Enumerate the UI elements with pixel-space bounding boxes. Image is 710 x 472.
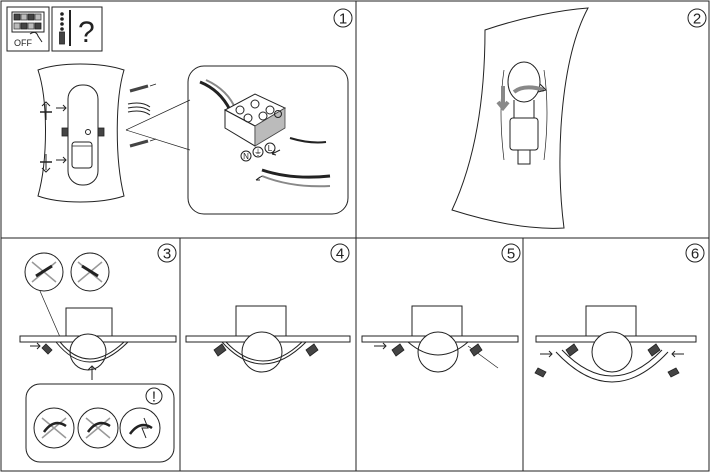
glass-shade xyxy=(55,341,129,363)
power-off-label: OFF xyxy=(14,38,32,48)
rotate-arrow-icon xyxy=(512,85,545,94)
step-2-panel: 2 xyxy=(451,7,707,229)
step-2-number: 2 xyxy=(693,11,701,28)
arrow-right-icon xyxy=(56,156,67,164)
step-5-number: 5 xyxy=(507,246,515,263)
callout-leader xyxy=(125,99,191,151)
fixing-screws-left xyxy=(40,101,67,173)
fixture-side-view-6 xyxy=(534,305,697,383)
step-5-badge xyxy=(501,243,521,263)
step-3-panel: 3 xyxy=(19,243,177,463)
fixing-clip-left xyxy=(213,343,227,357)
step-1-panel: 1 OFF xyxy=(6,6,353,215)
warning-symbol: ! xyxy=(152,389,156,406)
fixing-clip-right xyxy=(647,343,661,357)
step-3-number: 3 xyxy=(163,246,171,263)
fixture-side-view-4 xyxy=(185,305,351,373)
lamp-cable xyxy=(261,168,331,179)
knurled-screw-right xyxy=(667,367,680,378)
arrow-right-icon xyxy=(30,342,41,350)
cable-bundle-icon xyxy=(127,102,151,116)
arrow-insert-icon xyxy=(271,149,281,156)
ground-terminal-badge xyxy=(252,146,264,158)
fixture-side-view-5 xyxy=(361,305,519,373)
step-6-panel: 6 xyxy=(534,243,705,383)
detail-circles-top xyxy=(24,252,110,338)
terminal-block-callout: N ⏚ L xyxy=(187,65,349,215)
arrow-up-icon xyxy=(87,365,97,380)
step-6-badge xyxy=(685,243,705,263)
arrow-insert-icon xyxy=(255,175,263,181)
step-6-number: 6 xyxy=(691,246,699,263)
fixing-clip-right xyxy=(305,343,319,357)
neutral-terminal-badge xyxy=(240,150,252,162)
neutral-terminal-label: N xyxy=(243,152,249,161)
warning-detail-box: ! xyxy=(25,383,175,463)
light-bulb xyxy=(507,61,541,103)
tools-notice: ? xyxy=(51,6,103,52)
live-terminal-badge xyxy=(264,142,276,154)
terminal-block xyxy=(223,93,287,147)
wall-plate-with-bracket xyxy=(37,63,125,203)
fuse-box-icon xyxy=(11,11,45,43)
step-3-badge xyxy=(157,243,177,263)
power-off-notice: OFF xyxy=(6,6,50,52)
fixture-side-view-3 xyxy=(19,307,177,380)
step-4-badge xyxy=(330,243,350,263)
live-terminal-label: L xyxy=(268,144,273,153)
warning-icon xyxy=(145,387,163,405)
supply-cable xyxy=(199,80,232,111)
fixing-clip-left xyxy=(565,343,579,357)
glass-shade xyxy=(555,351,669,383)
arrow-right-icon xyxy=(374,342,387,350)
tools-question-mark: ? xyxy=(78,16,95,49)
fixing-clip-right xyxy=(469,343,483,357)
fixing-clip-left xyxy=(391,343,405,357)
step-1-number: 1 xyxy=(339,11,347,28)
arrow-left-icon xyxy=(671,350,684,358)
lamp-holder xyxy=(71,141,93,169)
arrow-right-icon xyxy=(56,104,67,112)
glass-shade xyxy=(407,341,469,356)
wall-anchors xyxy=(127,83,157,148)
mounting-bracket xyxy=(67,84,99,186)
step-2-badge xyxy=(687,8,707,28)
lamp-socket xyxy=(509,117,539,151)
step-4-panel: 4 xyxy=(185,243,351,373)
knurled-screw-left xyxy=(534,367,547,378)
screw-plug-icon xyxy=(59,12,65,45)
glass-shade xyxy=(221,341,307,365)
arrow-down-icon xyxy=(496,86,510,112)
step-5-panel: 5 xyxy=(361,243,521,373)
arrow-right-icon xyxy=(540,350,553,358)
step-1-badge xyxy=(333,8,353,28)
step-4-number: 4 xyxy=(336,246,344,263)
ground-terminal-label: ⏚ xyxy=(254,148,262,157)
